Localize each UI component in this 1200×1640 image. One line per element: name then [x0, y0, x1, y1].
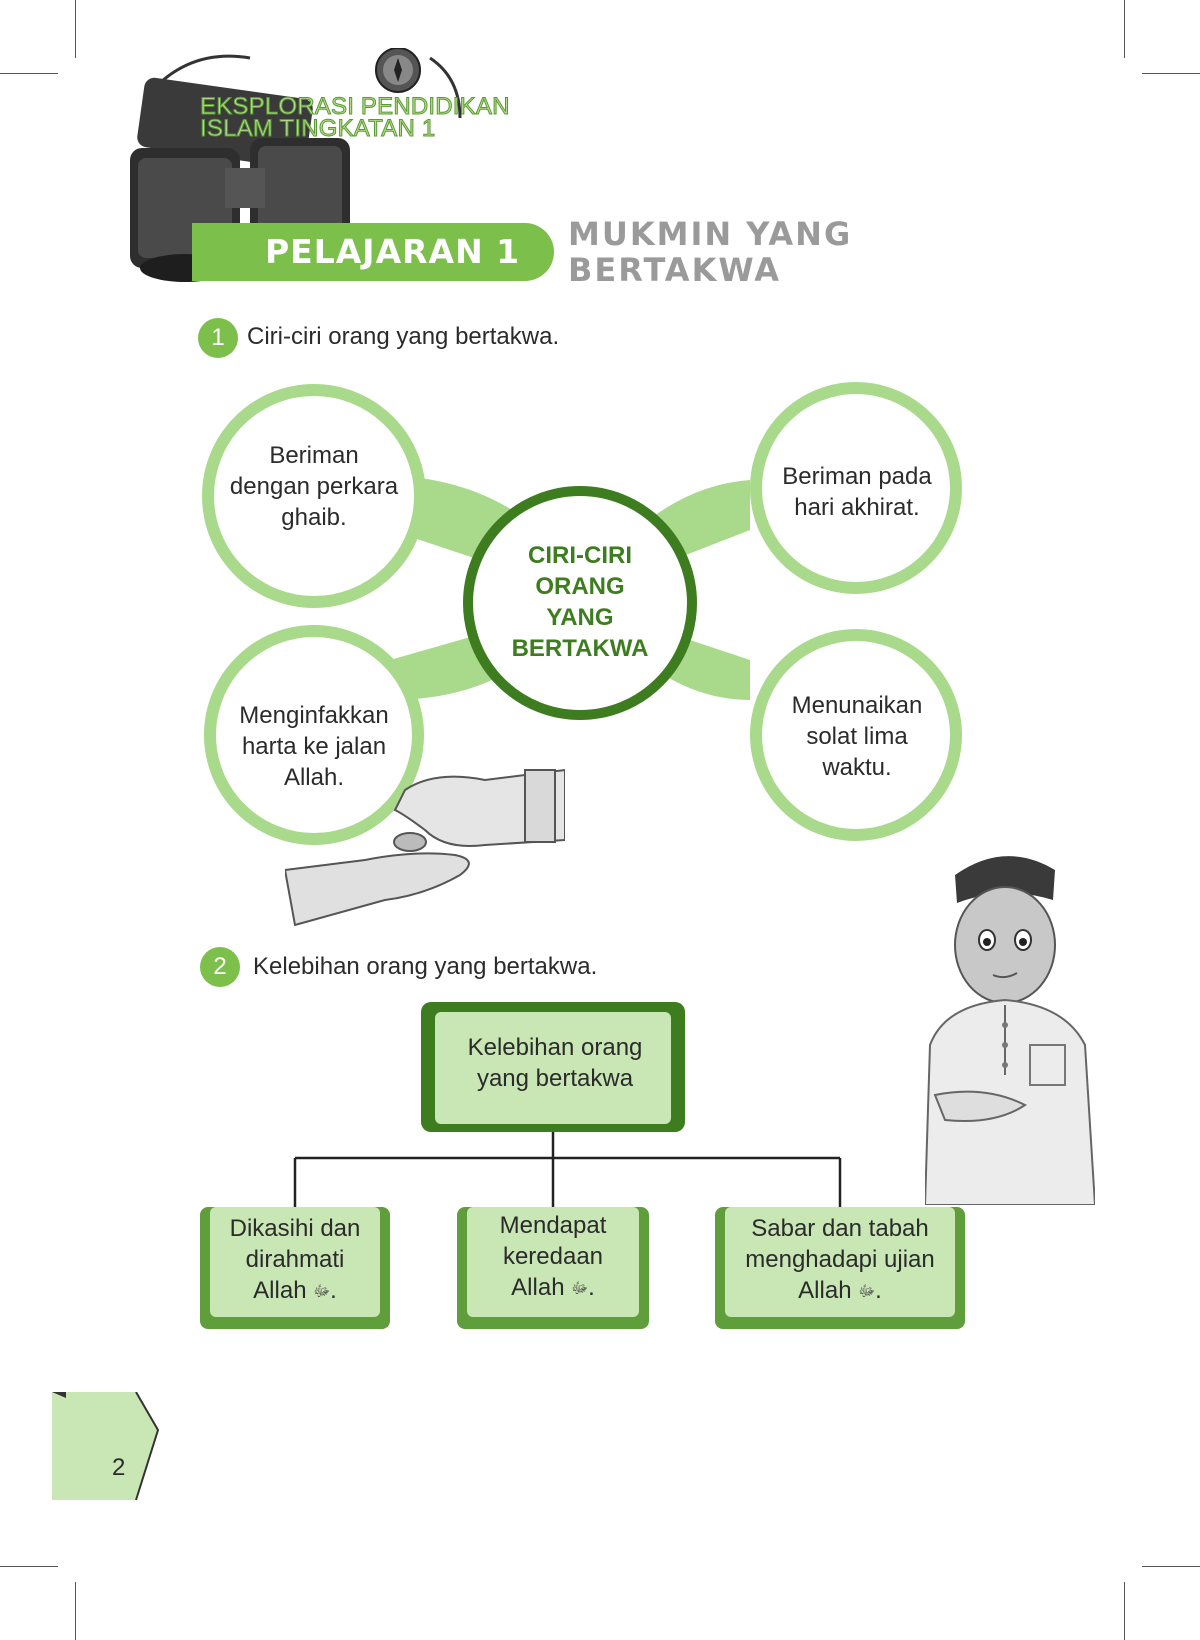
- trait-circle: [750, 629, 962, 841]
- crop-mark: [75, 1582, 76, 1640]
- allah-glyph: ﷻ: [313, 1283, 331, 1301]
- lesson-title: MUKMIN YANG BERTAKWA: [568, 215, 853, 289]
- crop-mark: [0, 73, 58, 74]
- trait-text-akhirat: Beriman pada hari akhirat.: [782, 463, 932, 521]
- characteristics-diagram: [202, 382, 962, 845]
- advantage-box-sabar: Sabar dan tabah menghadapi ujian Allah ﷻ…: [745, 1215, 935, 1304]
- advantage-box-rahmat: Dikasihi dan dirahmati Allah ﷻ.: [229, 1215, 361, 1304]
- boy-illustration: [925, 856, 1095, 1205]
- root-box-label: Kelebihan orang yang bertakwa: [467, 1034, 643, 1092]
- advantage-box-reda: Mendapat keredaan Allah ﷻ.: [499, 1212, 607, 1301]
- crop-mark: [1142, 73, 1200, 74]
- book-title: EKSPLORASI PENDIDIKAN ISLAM TINGKATAN 1: [200, 93, 510, 142]
- lesson-banner: [192, 223, 554, 281]
- lesson-label: PELAJARAN 1: [265, 232, 521, 271]
- section-1-number: 1: [198, 318, 238, 358]
- crop-mark: [75, 0, 76, 58]
- section-1-heading: Ciri-ciri orang yang bertakwa.: [247, 323, 560, 350]
- allah-glyph: ﷻ: [571, 1280, 589, 1298]
- crop-mark: [1124, 1582, 1125, 1640]
- section-2-heading: Kelebihan orang yang bertakwa.: [253, 953, 598, 980]
- trait-circle: [204, 625, 424, 845]
- advantages-tree: [200, 1002, 965, 1329]
- trait-text-infak: Menginfakkan harta ke jalan Allah.: [239, 702, 389, 791]
- giving-hands-illustration: [285, 768, 565, 927]
- page-number-tab: [52, 1392, 160, 1501]
- center-circle-label: CIRI-CIRI ORANG YANG BERTAKWA: [511, 542, 649, 662]
- section-2-number: 2: [200, 947, 240, 987]
- trait-circle: [750, 382, 962, 594]
- trait-text-solat: Menunaikan solat lima waktu.: [791, 692, 923, 781]
- crop-mark: [1124, 0, 1125, 58]
- allah-glyph: ﷻ: [858, 1283, 876, 1301]
- crop-mark: [0, 1566, 58, 1567]
- trait-text-ghaib: Beriman dengan perkara ghaib.: [229, 442, 399, 531]
- crop-mark: [1142, 1566, 1200, 1567]
- page-number: 2: [112, 1454, 126, 1481]
- trait-circle: [202, 384, 426, 608]
- center-circle: [463, 486, 697, 720]
